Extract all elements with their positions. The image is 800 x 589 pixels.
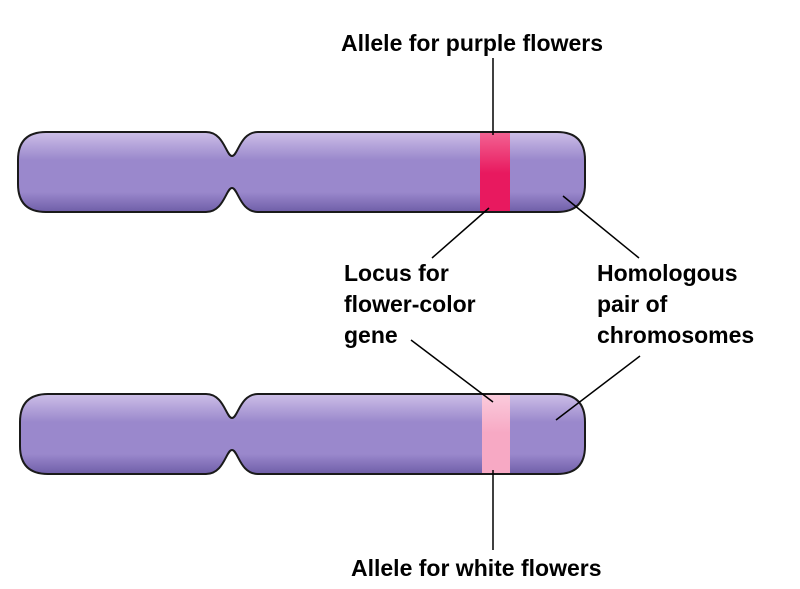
purple-allele-label: Allele for purple flowers [341, 30, 603, 56]
homologous-label-line-3: chromosomes [597, 322, 755, 349]
leader-homolog-top [562, 195, 640, 259]
homologous-label-line-2: pair of [597, 291, 668, 318]
leader-locus-top [431, 207, 490, 259]
locus-label-line-1: Locus for [344, 260, 449, 286]
locus-label: Locus for flower-color gene [344, 258, 476, 351]
leader-locus-bottom [410, 339, 494, 403]
white-allele-band [482, 394, 510, 474]
chromosome-top-body [18, 132, 585, 212]
chromosome-bottom-outline [19, 393, 586, 475]
leader-homolog-bottom [555, 355, 641, 421]
chromosome-bottom [19, 393, 586, 475]
chromosome-top-outline [17, 131, 586, 213]
locus-label-line-3: gene [344, 322, 398, 349]
chromosome-bottom-body [20, 394, 585, 474]
chromosome-top [17, 131, 586, 213]
locus-label-line-2: flower-color [344, 291, 476, 318]
homologous-label-line-1: Homologous [597, 260, 738, 286]
purple-allele-band [480, 132, 510, 212]
white-allele-label: Allele for white flowers [351, 555, 602, 581]
homologous-pair-label: Homologous pair of chromosomes [597, 258, 754, 351]
